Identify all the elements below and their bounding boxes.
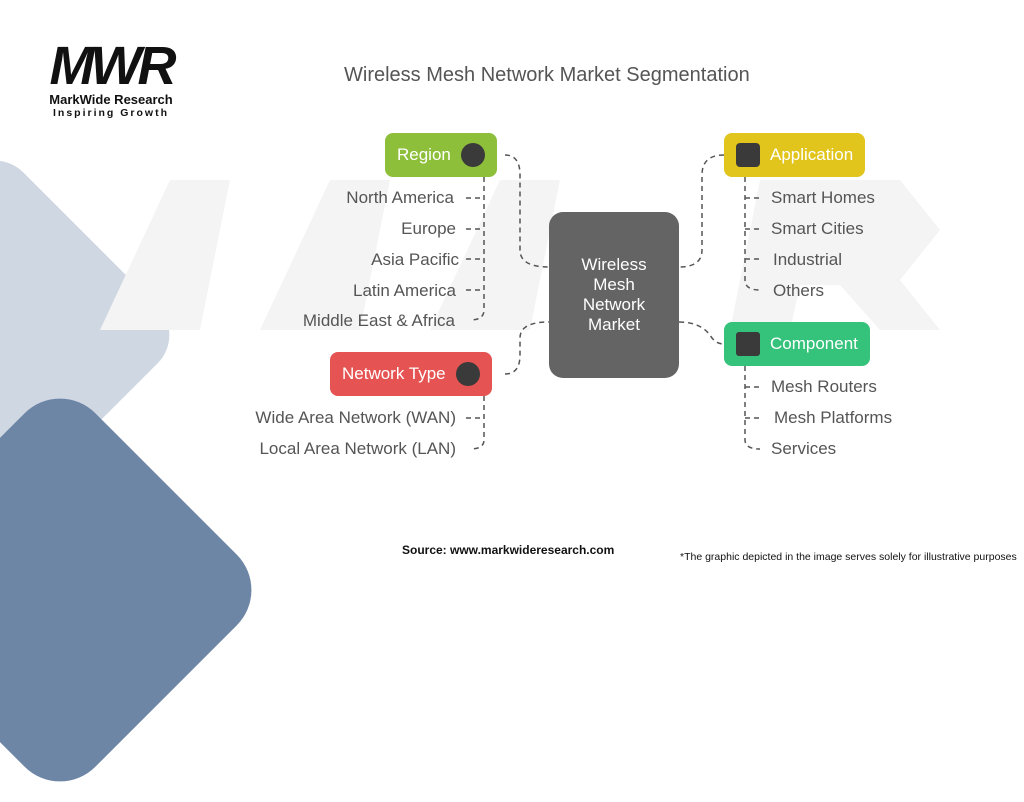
list-item: Mesh Routers xyxy=(771,377,877,396)
page-title: Wireless Mesh Network Market Segmentatio… xyxy=(344,64,750,86)
list-item: Europe xyxy=(401,219,456,238)
center-label: Wireless Mesh Network Market xyxy=(581,255,647,334)
category-application: Application xyxy=(724,133,866,177)
category-label: Component xyxy=(770,334,858,353)
list-item: Local Area Network (LAN) xyxy=(259,439,456,458)
list-item: Mesh Platforms xyxy=(774,408,893,427)
list-item: Wide Area Network (WAN) xyxy=(255,408,456,427)
disclaimer-note: *The graphic depicted in the image serve… xyxy=(680,551,1017,563)
connector-lines xyxy=(466,154,762,450)
category-component: Component xyxy=(724,322,870,366)
category-label: Application xyxy=(770,145,854,164)
list-item: Services xyxy=(771,439,837,458)
logo-mark: MWR xyxy=(49,36,177,96)
list-item: Asia Pacific xyxy=(371,250,459,269)
center-node: Wireless Mesh Network Market xyxy=(549,212,679,378)
list-item: Latin America xyxy=(353,281,456,300)
watermark-shape xyxy=(100,180,940,330)
list-item: Smart Homes xyxy=(771,188,875,207)
logo-name: MarkWide Research xyxy=(49,92,173,107)
category-region: Region xyxy=(385,133,497,177)
globe-icon xyxy=(455,362,480,386)
source-text: Source: www.markwideresearch.com xyxy=(402,543,615,557)
list-item: Others xyxy=(773,281,825,300)
list-item: Middle East & Africa xyxy=(302,311,455,330)
logo-tagline: Inspiring Growth xyxy=(53,107,169,119)
list-item: Smart Cities xyxy=(771,219,864,238)
pie-chart-icon xyxy=(460,143,485,167)
category-label: Network Type xyxy=(342,364,446,383)
tower-icon xyxy=(736,332,760,356)
network-device-icon xyxy=(736,143,760,167)
list-item: Industrial xyxy=(773,250,842,269)
logo: MWR MarkWide Research Inspiring Growth xyxy=(36,36,186,119)
list-item: North America xyxy=(346,188,454,207)
category-network-type: Network Type xyxy=(330,352,492,396)
category-label: Region xyxy=(397,145,451,164)
